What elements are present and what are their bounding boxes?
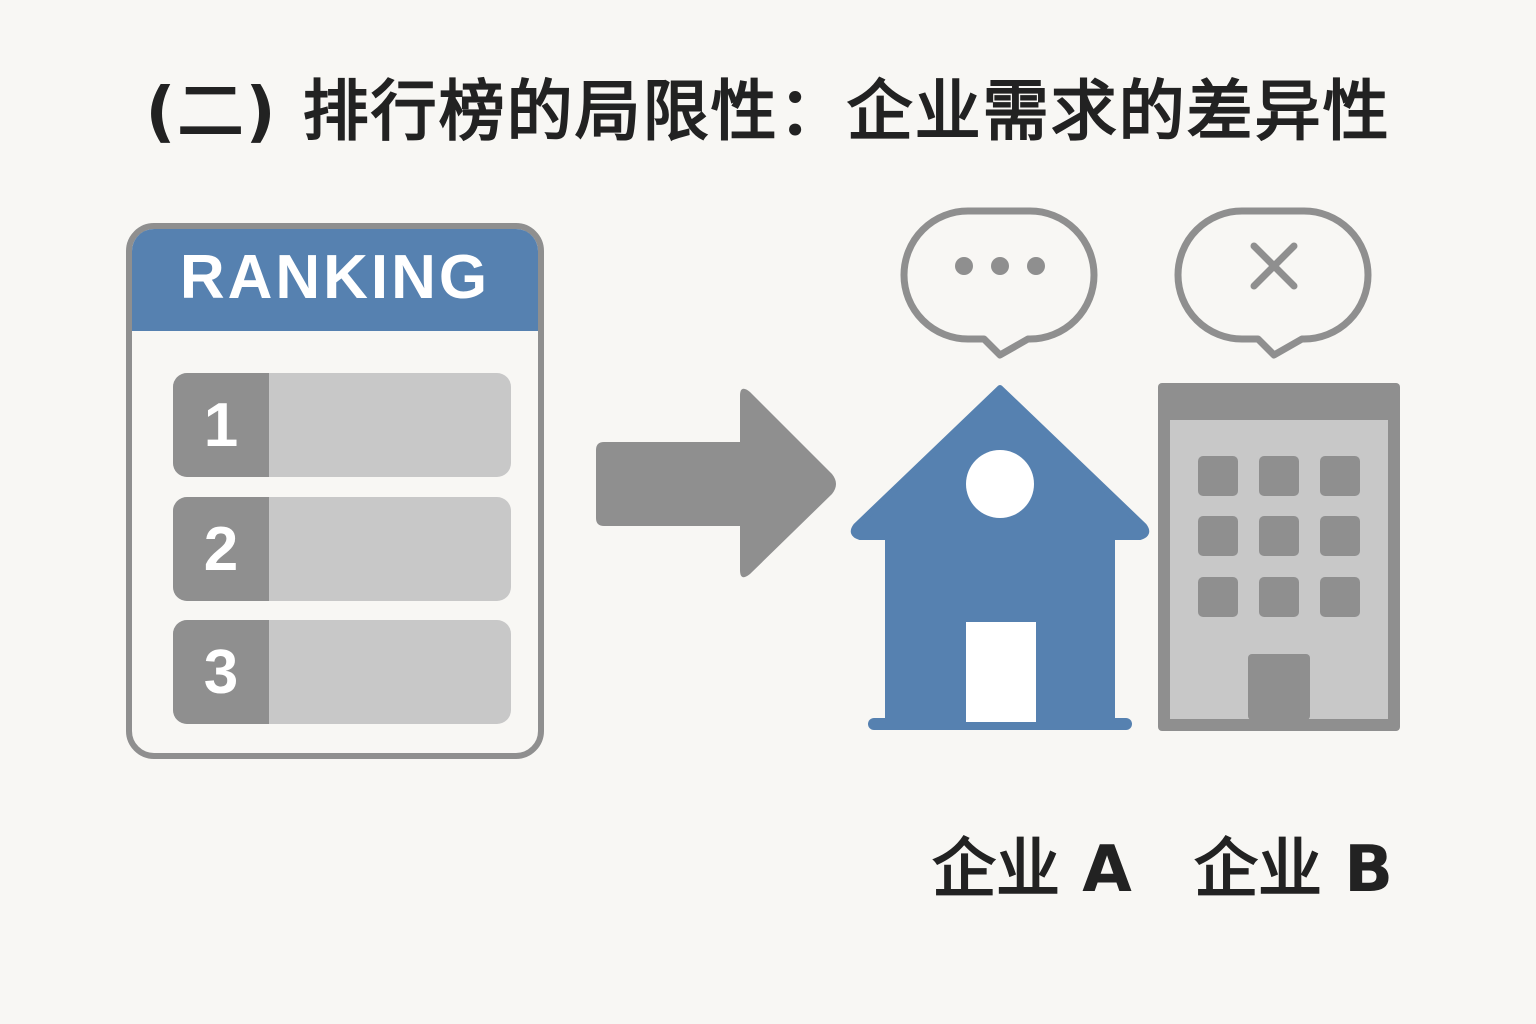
house-icon [850, 385, 1150, 730]
ranking-list-card: RANKING 1 2 3 [126, 223, 544, 759]
ranking-row-1: 1 [173, 373, 511, 477]
rank-number: 2 [173, 497, 269, 601]
speech-bubble-x-icon [1174, 207, 1372, 359]
right-arrow-icon [596, 388, 836, 578]
rank-number: 3 [173, 620, 269, 724]
company-a-label: 企业 A [932, 833, 1132, 907]
rank-number: 1 [173, 373, 269, 477]
page-title: (二) 排行榜的局限性：企业需求的差异性 [145, 73, 1391, 150]
ranking-row-3: 3 [173, 620, 511, 724]
office-building-icon [1158, 383, 1400, 731]
ranking-row-2: 2 [173, 497, 511, 601]
speech-bubble-ellipsis-icon [900, 207, 1098, 359]
company-b-label: 企业 B [1194, 833, 1394, 907]
ranking-header: RANKING [132, 229, 538, 331]
